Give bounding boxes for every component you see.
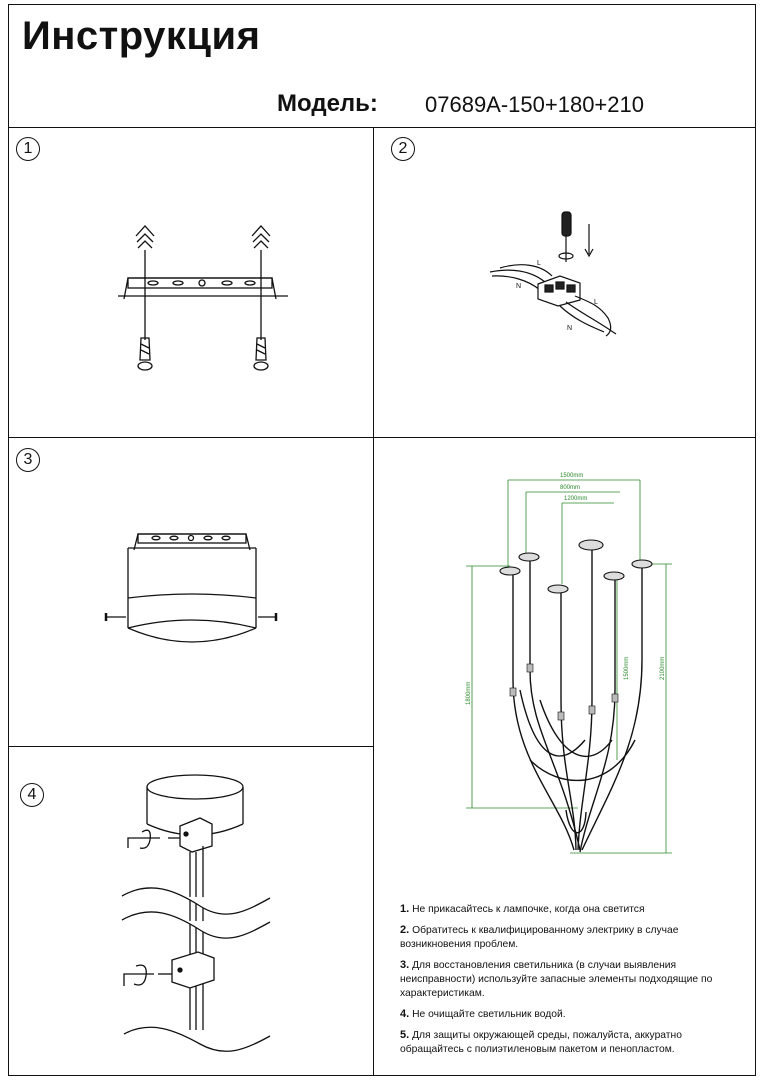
note-number: 4. bbox=[400, 1008, 410, 1020]
note-text: Не прикасайтесь к лампочке, когда она св… bbox=[412, 904, 645, 915]
note-text: Для защиты окружающей среды, пожалуйста,… bbox=[400, 1030, 682, 1055]
dim-height-inner: 1500mm bbox=[624, 657, 630, 680]
dim-height-right: 2100mm bbox=[660, 657, 666, 680]
note-text: Обратитесь к квалифицированному электрик… bbox=[400, 925, 679, 950]
dim-width-outer: 1500mm bbox=[560, 473, 583, 479]
wire-label-live-out: L bbox=[594, 299, 598, 306]
step-number-4: 4 bbox=[20, 783, 44, 807]
note-text: Для восстановления светильника (в случаи… bbox=[400, 960, 713, 999]
wire-label-live-in: L bbox=[537, 260, 541, 267]
header-divider bbox=[8, 127, 756, 128]
dim-width-inner: 1200mm bbox=[564, 496, 587, 502]
grid-vertical-divider bbox=[373, 127, 374, 1076]
note-5: 5. Для защиты окружающей среды, пожалуйс… bbox=[400, 1028, 740, 1057]
wire-label-neutral-in: N bbox=[516, 283, 521, 290]
dim-width-mid: 800mm bbox=[560, 485, 580, 491]
model-value: 07689A-150+180+210 bbox=[425, 92, 644, 117]
note-number: 2. bbox=[400, 924, 410, 936]
note-4: 4. Не очищайте светильник водой. bbox=[400, 1007, 740, 1022]
note-2: 2. Обратитесь к квалифицированному элект… bbox=[400, 923, 740, 952]
step-number-1: 1 bbox=[16, 137, 40, 161]
step-number-2: 2 bbox=[391, 137, 415, 161]
note-1: 1. Не прикасайтесь к лампочке, когда она… bbox=[400, 902, 740, 917]
model-label: Модель: bbox=[277, 90, 378, 117]
grid-row-divider-2 bbox=[8, 746, 374, 747]
note-number: 3. bbox=[400, 959, 410, 971]
grid-row-divider-1 bbox=[8, 437, 756, 438]
note-number: 1. bbox=[400, 903, 410, 915]
note-3: 3. Для восстановления светильника (в слу… bbox=[400, 958, 740, 1001]
dim-height-left: 1800mm bbox=[466, 682, 472, 705]
wire-label-neutral-out: N bbox=[567, 325, 572, 332]
page-border bbox=[8, 4, 756, 1076]
page-title: Инструкция bbox=[22, 14, 261, 58]
step-number-3: 3 bbox=[16, 448, 40, 472]
safety-notes: 1. Не прикасайтесь к лампочке, когда она… bbox=[400, 902, 740, 1063]
note-number: 5. bbox=[400, 1029, 410, 1041]
note-text: Не очищайте светильник водой. bbox=[412, 1009, 566, 1020]
